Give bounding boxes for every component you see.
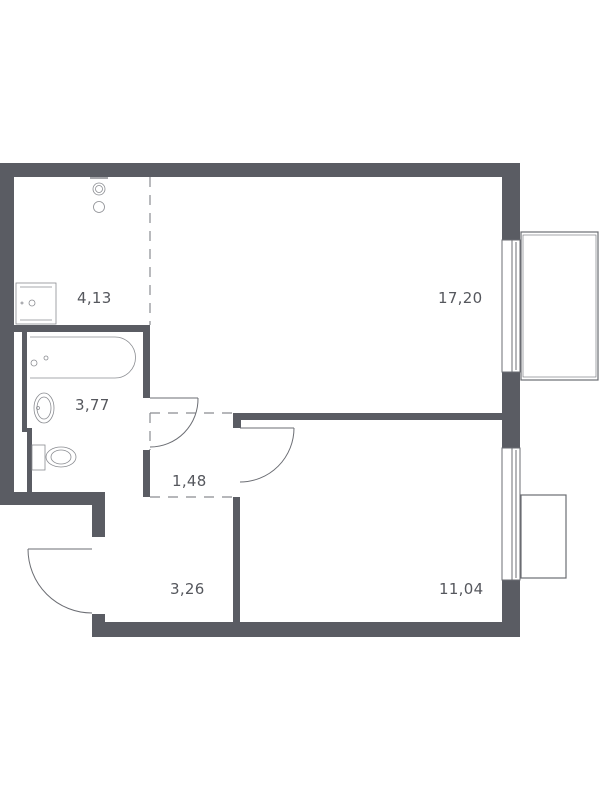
wall-bedroom-left (233, 497, 240, 623)
stove-burner-icon (93, 201, 105, 213)
window-living (501, 239, 521, 373)
stove-burner-icon (92, 182, 106, 196)
outer-wall-left (0, 163, 14, 505)
balconies (520, 231, 599, 579)
outer-wall-right-2 (502, 372, 520, 448)
wall-entry-left (92, 492, 105, 537)
living-room-area-label: 17,20 (438, 289, 483, 307)
wall-bedroom-top (240, 413, 502, 420)
bathtub-icon (30, 336, 136, 379)
outer-wall-top (0, 163, 520, 177)
zone-lines (149, 177, 233, 498)
toilet-icon (31, 444, 46, 471)
wall-kitchen-bath (14, 325, 150, 332)
wall-bath-left-inner (22, 332, 27, 432)
wall-bedroom-jamb (233, 413, 241, 428)
kitchen-sink-icon (15, 282, 57, 325)
hallway-area-label: 3,26 (170, 580, 205, 598)
wall-bath-left-inner-2 (27, 428, 32, 494)
window-bedroom (501, 447, 521, 581)
corridor-area-label: 1,48 (172, 472, 207, 490)
doors (27, 397, 295, 614)
balcony-bedroom (520, 494, 567, 579)
bathroom-area-label: 3,77 (75, 396, 110, 414)
wall-bathroom-bottom (0, 492, 105, 505)
bedroom-area-label: 11,04 (439, 580, 484, 598)
balcony-living (520, 231, 599, 381)
wall-bath-right-1 (143, 332, 150, 398)
kitchen-area-label: 4,13 (77, 289, 112, 307)
fixtures (15, 177, 136, 471)
wall-entry-jamb (92, 614, 105, 634)
washbasin-icon (33, 392, 55, 424)
wall-bath-right-2 (143, 450, 150, 497)
walls (0, 163, 520, 637)
outer-wall-bottom (92, 622, 520, 637)
windows (501, 239, 521, 581)
outer-wall-right-1 (502, 163, 520, 240)
